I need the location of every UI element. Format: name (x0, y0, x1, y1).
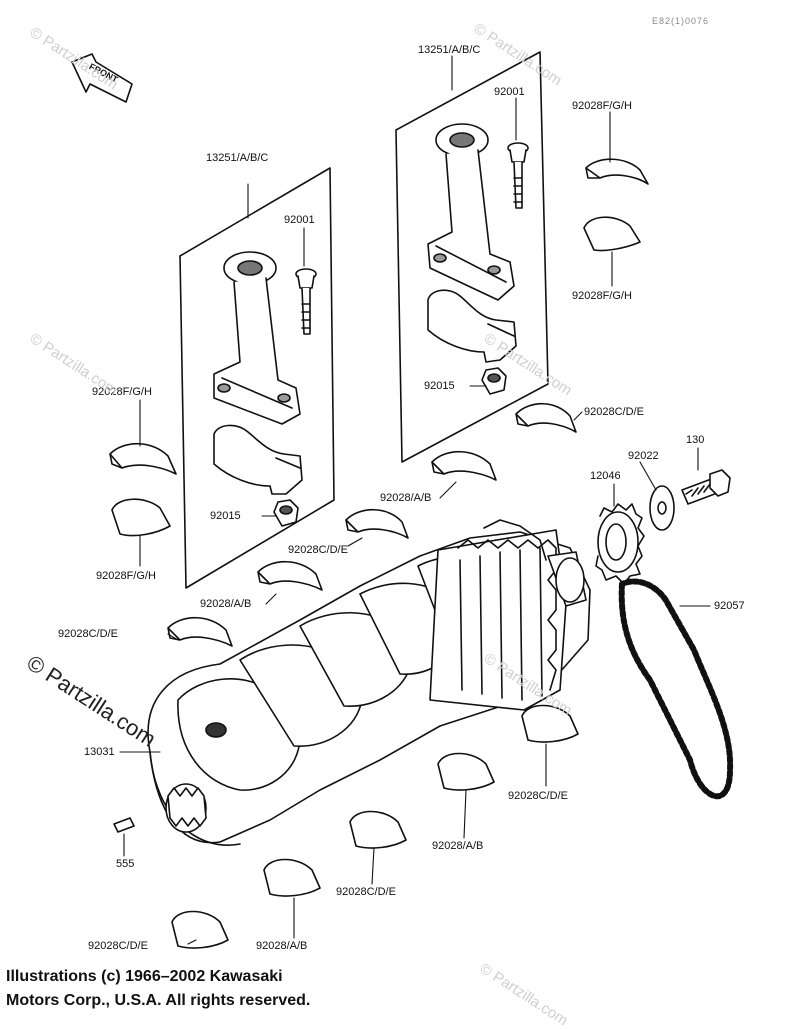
callout-bearing-fgh-left-2: 92028F/G/H (96, 570, 156, 582)
copyright-line-2: Motors Corp., U.S.A. All rights reserved… (6, 992, 311, 1009)
callout-bearing-ab-low-1: 92028/A/B (432, 840, 484, 852)
callout-conrod-set-right: 13251/A/B/C (418, 44, 481, 56)
crankshaft (147, 519, 591, 846)
bearing-shell (345, 509, 409, 539)
callout-bearing-fgh-top-2: 92028F/G/H (572, 290, 632, 302)
bearing-shell (437, 752, 495, 791)
diagram-reference-code: E82(1)0076 (652, 16, 710, 26)
callout-crankshaft: 13031 (84, 746, 115, 758)
callout-bearing-cde-low-right: 92028C/D/E (508, 790, 568, 802)
connecting-rod-right (427, 123, 517, 363)
bearing-shell (263, 858, 321, 897)
callout-bearing-ab-mid-1: 92028/A/B (380, 492, 432, 504)
callout-nut-right: 92015 (424, 380, 455, 392)
callout-bearing-cde-low-mid: 92028C/D/E (336, 886, 396, 898)
cam-chain (618, 578, 734, 800)
cam-sprocket (595, 503, 645, 585)
callout-bolt-130: 130 (686, 434, 705, 446)
callout-bolt-left: 92001 (284, 214, 315, 226)
callout-bearing-fgh-left-1: 92028F/G/H (92, 386, 152, 398)
bearing-shell (111, 498, 171, 537)
callout-conrod-set-left: 13251/A/B/C (206, 152, 269, 164)
callout-bearing-cde-right: 92028C/D/E (584, 406, 644, 418)
callout-nut-left: 92015 (210, 510, 241, 522)
callout-bolt-right: 92001 (494, 86, 525, 98)
bearing-shell (585, 158, 649, 185)
nut-right (481, 367, 507, 395)
bearing-shell (515, 403, 577, 433)
nut-left (273, 499, 299, 527)
bearing-shell (171, 910, 229, 949)
conrod-group-right-outline (395, 51, 549, 463)
callout-washer: 92022 (628, 450, 659, 462)
bearing-shell (257, 561, 323, 591)
callout-bearing-ab-low-2: 92028/A/B (256, 940, 308, 952)
callout-bearing-cde-mid-1: 92028C/D/E (288, 544, 348, 556)
bearing-shell (583, 216, 641, 252)
callout-bearing-cde-left: 92028C/D/E (58, 628, 118, 640)
bearing-shell (349, 810, 407, 849)
callout-pin: 555 (116, 858, 135, 870)
conrod-group-left-outline (179, 167, 335, 589)
callout-bearing-fgh-top-1: 92028F/G/H (572, 100, 632, 112)
connecting-rod-left (213, 251, 303, 495)
callout-bearing-ab-mid-2: 92028/A/B (200, 598, 252, 610)
callout-bearing-cde-bottom: 92028C/D/E (88, 940, 148, 952)
washer (649, 485, 675, 531)
bolt-right (507, 142, 529, 209)
copyright-line-1: Illustrations (c) 1966–2002 Kawasaki (6, 968, 283, 985)
callout-chain: 92057 (714, 600, 745, 612)
callout-sprocket: 12046 (590, 470, 621, 482)
bolt-130 (681, 469, 731, 505)
bearing-shell (521, 704, 579, 743)
bearing-shell (109, 443, 177, 475)
bolt-left (295, 268, 317, 335)
front-arrow-icon (71, 53, 133, 103)
pin (113, 817, 135, 833)
bearing-shell (167, 617, 233, 647)
leader-lines (119, 55, 711, 945)
bearing-shell (431, 451, 497, 481)
